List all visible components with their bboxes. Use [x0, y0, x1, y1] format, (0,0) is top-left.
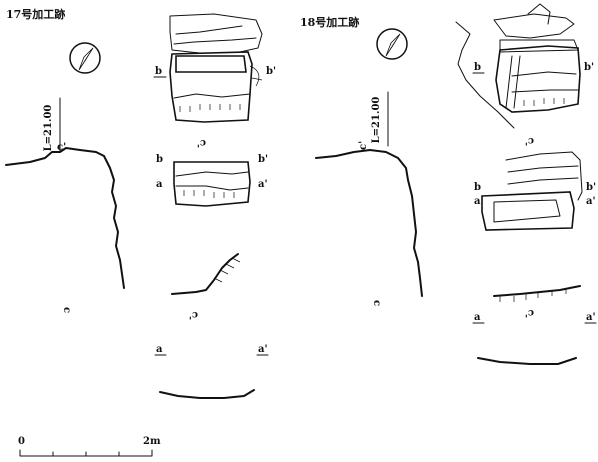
- panel-18-label-c: c: [371, 300, 382, 306]
- panel-18-label-b-prime: b': [584, 62, 594, 73]
- panel-18-label-a-prime-2: a': [586, 312, 596, 323]
- panel-18-plan-lower: [481, 151, 583, 231]
- north-arrow-icon: [69, 42, 101, 74]
- panel-17-label-c-prime-mid: c': [197, 137, 206, 148]
- panel-17-label-a-prime-2: a': [258, 344, 268, 355]
- panel-17-section-c: [5, 147, 125, 289]
- panel-17-plan-lower: [173, 161, 251, 207]
- panel-17-label-b-prime: b': [266, 66, 276, 77]
- panel-17: 17号加工跡 L=21.00 c' c b b' c': [5, 7, 276, 399]
- panel-18-label-a: a: [474, 196, 481, 207]
- panel-18-elevation: L=21.00: [371, 97, 382, 144]
- panel-18-section-a: [477, 357, 577, 365]
- panel-18-label-c-prime-small: c': [525, 307, 534, 318]
- panel-17-section-a: [159, 389, 255, 399]
- scale-bar-start: 0: [18, 436, 25, 447]
- panel-18-label-b-prime-2: b': [586, 182, 596, 193]
- panel-17-elevation: L=21.00: [43, 105, 54, 152]
- panel-18: 18号加工跡 L=21.00 c' c b b' c': [300, 3, 597, 365]
- panel-17-label-b-prime-2: b': [258, 154, 268, 165]
- panel-17-section-small: [171, 253, 239, 295]
- panel-18-label-a-2: a: [474, 312, 481, 323]
- panel-18-section-c: [315, 149, 423, 297]
- scale-bar: 0 2m: [18, 436, 161, 457]
- north-arrow-icon: [376, 28, 408, 60]
- panel-17-label-a-prime: a': [258, 179, 268, 190]
- panel-18-label-a-prime: a': [586, 196, 596, 207]
- panel-18-title: 18号加工跡: [300, 15, 359, 29]
- panel-18-label-b: b: [474, 62, 481, 73]
- panel-17-label-b: b: [155, 66, 162, 77]
- panel-17-label-a: a: [156, 179, 163, 190]
- panel-17-title: 17号加工跡: [6, 7, 65, 21]
- panel-17-label-a-2: a: [156, 344, 163, 355]
- panel-18-section-small: [493, 285, 581, 297]
- panel-17-label-c-prime: c': [57, 142, 66, 153]
- panel-18-label-b-2: b: [474, 182, 481, 193]
- panel-17-label-c: c: [61, 307, 72, 313]
- panel-17-label-b-2: b: [156, 154, 163, 165]
- panel-18-label-c-prime-mid: c': [525, 135, 534, 146]
- panel-17-label-c-prime-small: c': [189, 309, 198, 320]
- panel-17-plan-upper: [169, 13, 263, 123]
- panel-18-plan-upper: [455, 3, 581, 129]
- panel-18-label-c-prime: c': [358, 141, 369, 150]
- scale-bar-end: 2m: [143, 436, 161, 447]
